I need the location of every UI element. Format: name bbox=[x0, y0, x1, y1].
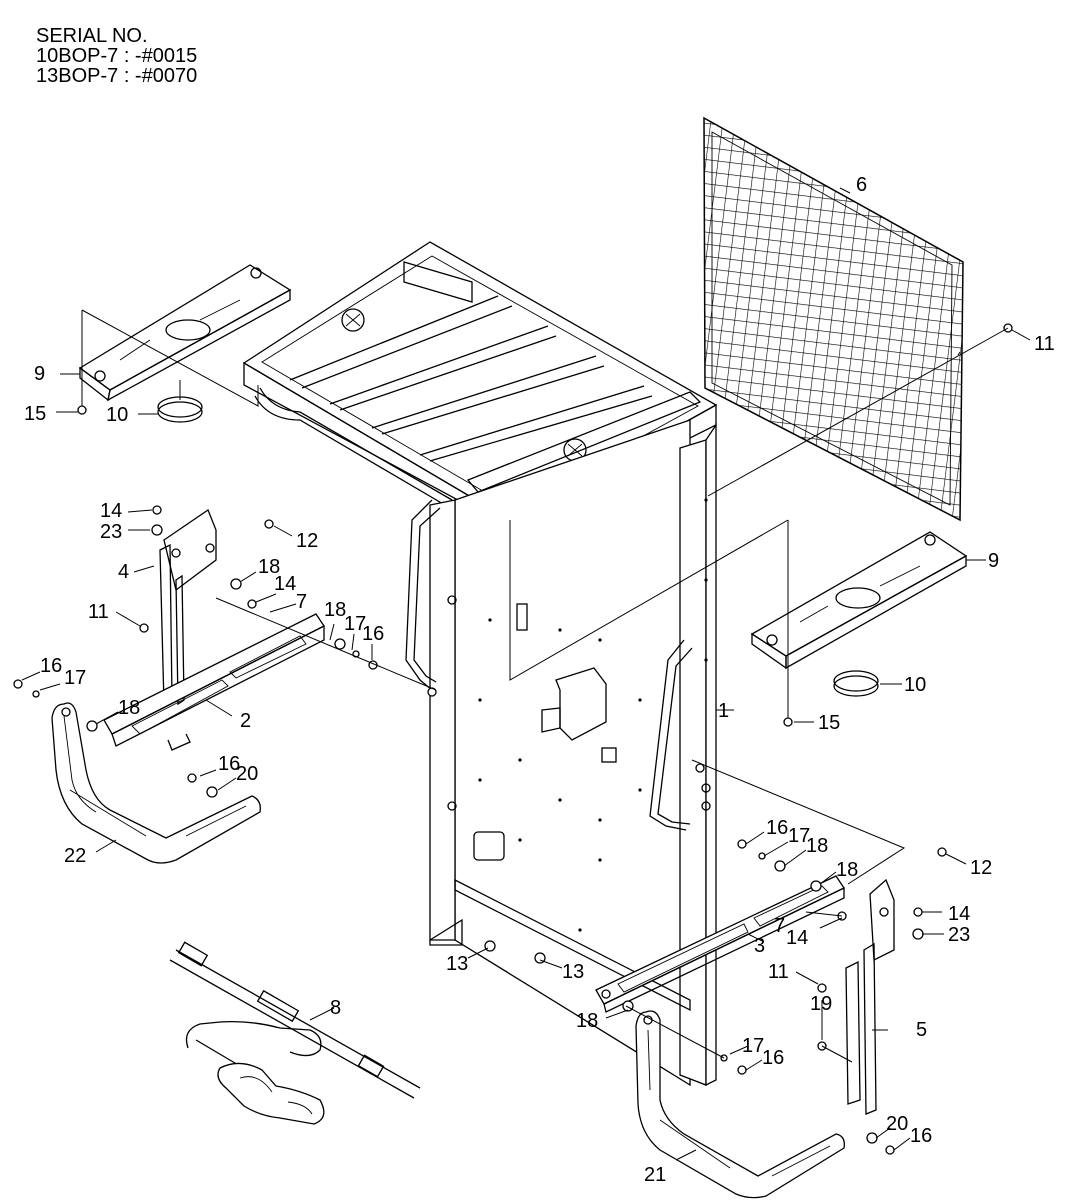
callout-9-right: 9 bbox=[988, 550, 999, 572]
callout-7-left: 7 bbox=[296, 591, 307, 613]
callout-7-right: 7 bbox=[774, 915, 785, 937]
mesh-panel-part-6 bbox=[703, 116, 964, 522]
bracket-part-5 bbox=[845, 878, 895, 1115]
callout-12-left: 12 bbox=[296, 530, 318, 552]
callout-labels: 1 2 3 4 5 6 7 7 8 9 9 10 10 11 11 11 12 … bbox=[24, 174, 1055, 1186]
callout-20-right: 20 bbox=[886, 1113, 908, 1135]
callout-11-right: 11 bbox=[768, 961, 789, 983]
serial-line-13bop: 13BOP-7 : -#0070 bbox=[36, 65, 198, 87]
callout-1: 1 bbox=[718, 700, 729, 722]
callout-15-right: 15 bbox=[818, 712, 840, 734]
callout-17-c: 17 bbox=[788, 825, 810, 847]
callout-18-b: 18 bbox=[324, 599, 346, 621]
callout-14-right-lower: 14 bbox=[786, 927, 808, 949]
leader-lines bbox=[21, 187, 1031, 1161]
callout-14-right: 14 bbox=[948, 903, 970, 925]
callout-17-a: 17 bbox=[344, 613, 366, 635]
callout-20-left: 20 bbox=[236, 763, 258, 785]
callout-14-top: 14 bbox=[100, 500, 122, 522]
callout-4: 4 bbox=[118, 561, 129, 583]
callout-17-d: 17 bbox=[742, 1035, 764, 1057]
callout-18-d: 18 bbox=[806, 835, 828, 857]
callout-16-a: 16 bbox=[362, 623, 384, 645]
seat-belt-part-8 bbox=[169, 941, 421, 1125]
callout-17-b: 17 bbox=[64, 667, 86, 689]
callout-18-e: 18 bbox=[836, 859, 858, 881]
serial-heading: SERIAL NO. bbox=[36, 25, 148, 47]
callout-16-b: 16 bbox=[40, 655, 62, 677]
callout-19: 19 bbox=[810, 993, 832, 1015]
grommet-part-10-left bbox=[157, 396, 203, 423]
tray-part-9-right bbox=[750, 531, 968, 670]
step-part-21 bbox=[635, 1010, 845, 1199]
bracket-part-4 bbox=[159, 509, 217, 707]
callout-6: 6 bbox=[856, 174, 867, 196]
serial-number-block: SERIAL NO. 10BOP-7 : -#0015 13BOP-7 : -#… bbox=[36, 26, 197, 86]
callout-15-left: 15 bbox=[24, 403, 46, 425]
callout-2: 2 bbox=[240, 710, 251, 732]
callout-10-left: 10 bbox=[106, 404, 128, 426]
callout-8: 8 bbox=[330, 997, 341, 1019]
callout-23-left: 23 bbox=[100, 521, 122, 543]
callout-13-left: 13 bbox=[446, 953, 468, 975]
callout-16-c: 16 bbox=[218, 753, 240, 775]
callout-12-right: 12 bbox=[970, 857, 992, 879]
callout-16-f: 16 bbox=[910, 1125, 932, 1147]
callout-14-mid: 14 bbox=[274, 573, 296, 595]
callout-23-right: 23 bbox=[948, 924, 970, 946]
callout-9-left: 9 bbox=[34, 363, 45, 385]
callout-16-d: 16 bbox=[766, 817, 788, 839]
callout-11-left: 11 bbox=[88, 601, 109, 623]
callout-5: 5 bbox=[916, 1019, 927, 1041]
step-arm-part-3 bbox=[595, 875, 845, 1013]
callout-18-a: 18 bbox=[258, 556, 280, 578]
callout-21: 21 bbox=[644, 1164, 666, 1186]
main-frame-part-1 bbox=[242, 241, 718, 1087]
callout-18-c: 18 bbox=[118, 697, 140, 719]
callout-16-e: 16 bbox=[762, 1047, 784, 1069]
tray-part-9-left bbox=[78, 264, 292, 402]
step-part-22 bbox=[51, 702, 261, 864]
grommet-part-10-right bbox=[833, 670, 879, 697]
callout-3: 3 bbox=[754, 935, 765, 957]
callout-13-right: 13 bbox=[562, 961, 584, 983]
callout-11-top: 11 bbox=[1034, 333, 1055, 355]
callout-22: 22 bbox=[64, 845, 86, 867]
fastener-group bbox=[13, 323, 1013, 1155]
callout-10-right: 10 bbox=[904, 674, 926, 696]
step-arm-part-2 bbox=[103, 613, 325, 751]
callout-18-f: 18 bbox=[576, 1010, 598, 1032]
serial-line-10bop: 10BOP-7 : -#0015 bbox=[36, 45, 198, 67]
